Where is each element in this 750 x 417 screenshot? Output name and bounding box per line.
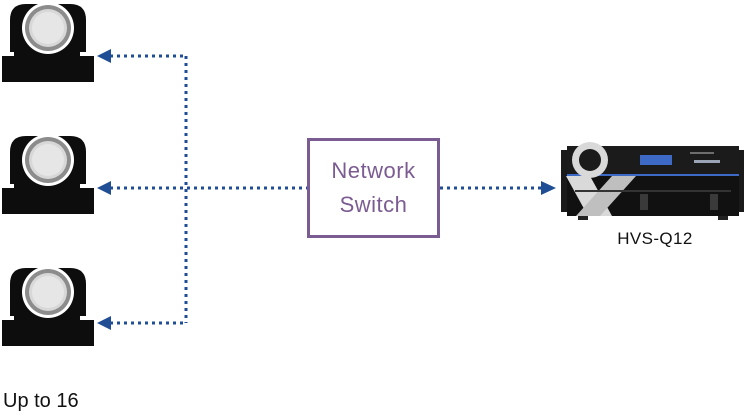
camera-count-label: Up to 16 — [3, 390, 79, 412]
ptz-camera-icon — [2, 2, 94, 82]
camera-middle — [2, 134, 94, 214]
arrow-left-icon — [97, 316, 111, 330]
switcher-unit-icon — [561, 142, 744, 220]
arrowheads — [97, 49, 556, 330]
connector-lines — [110, 54, 542, 325]
arrow-right-icon — [541, 181, 556, 195]
ptz-camera-icon — [2, 134, 94, 214]
network-switch-label-line2: Switch — [339, 192, 408, 217]
arrow-left-icon — [97, 49, 111, 63]
network-switch-label-line1: Network — [331, 158, 416, 183]
device-label: HVS-Q12 — [617, 229, 693, 248]
network-switch-box: Network Switch — [307, 138, 440, 238]
camera-top — [2, 2, 94, 82]
ptz-camera-icon — [2, 266, 94, 346]
camera-bottom — [2, 266, 94, 346]
arrow-left-icon — [97, 181, 111, 195]
